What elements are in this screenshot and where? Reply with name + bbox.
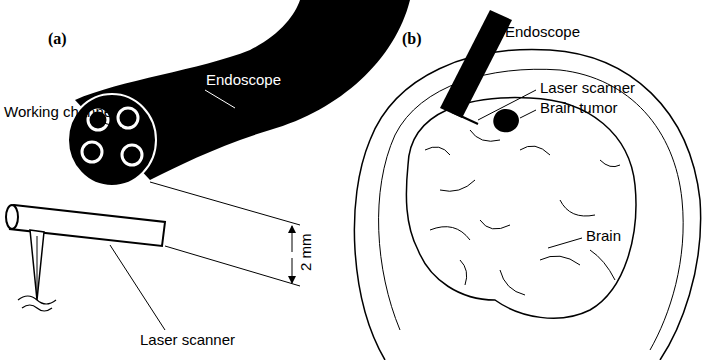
laser-beam [30,230,44,300]
channel [122,145,142,165]
leader [478,90,536,120]
brain-tumor [493,109,519,132]
part-label: Endoscope [505,24,580,41]
dim-line [150,182,300,225]
dim-line [165,246,300,286]
part-label: Endoscope [206,72,281,89]
part-label: Laser scanner [540,80,635,97]
leader [110,245,165,330]
dim-arrow [292,258,293,283]
panel-label: (b) [402,30,422,48]
skull-outline [379,69,684,350]
leader [548,238,582,248]
part-label: Laser scanner [140,332,235,349]
channel [118,108,138,128]
channel [82,142,102,162]
leader [520,110,536,118]
brain [406,98,636,319]
dim-arrow [292,226,293,252]
head-outline [354,49,700,360]
panel-label: (a) [48,30,67,48]
part-label: Brain [586,228,621,245]
leader [488,36,502,46]
endoscope-tube [440,10,512,118]
brain-folds [425,130,620,295]
endoscope-body [75,0,410,180]
part-label: Brain tumor [540,100,618,117]
laser-scanner-tip [452,112,478,124]
leader [100,122,122,128]
dimension-label: 2 mm [298,233,315,271]
scan-wave [18,296,56,311]
part-label: Working channel [4,104,115,121]
leader [205,90,235,108]
rod-end [6,205,18,229]
